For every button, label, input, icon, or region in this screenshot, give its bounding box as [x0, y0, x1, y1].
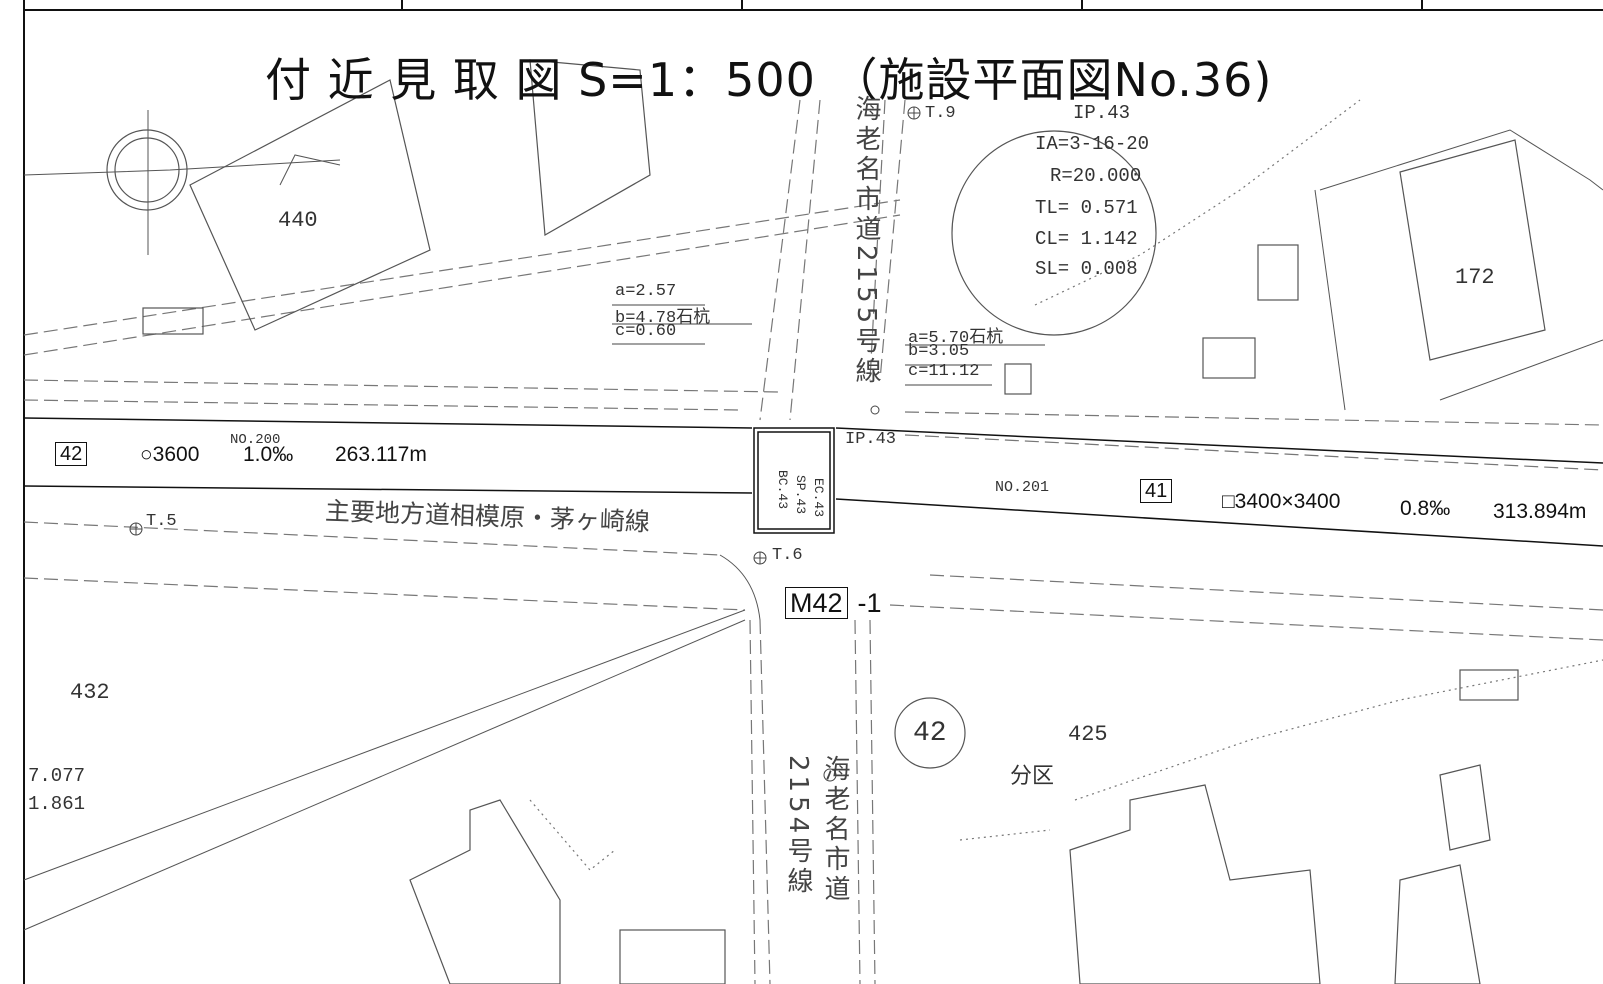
stake-left-c: c=0.60: [615, 322, 677, 341]
structure-bc43: BC.43: [775, 470, 790, 510]
segment-east-slope: 0.8‰: [1400, 497, 1451, 520]
parcel-432: 432: [70, 680, 110, 705]
edge-value-1: 7.077: [28, 765, 86, 787]
curve-ia: IA=3-16-20: [1035, 133, 1150, 155]
segment-east-id: 41: [1140, 479, 1173, 503]
segment-west-length: 263.117m: [335, 443, 427, 466]
segment-east-length: 313.894m: [1493, 500, 1587, 523]
point-t6: T.6: [772, 546, 803, 565]
map-title: 付 近 見 取 図 S=1：500 （施設平面図No.36): [265, 53, 1273, 107]
curve-r: R=20.000: [1050, 165, 1142, 187]
point-t9: T.9: [925, 104, 956, 123]
curve-ip: IP.43: [1073, 102, 1131, 124]
curve-tl: TL= 0.571: [1035, 197, 1138, 219]
point-ip43: IP.43: [845, 430, 897, 449]
stake-right-a: a=5.70石杭: [908, 329, 1004, 348]
segment-east-spec: □3400×3400: [1222, 490, 1341, 513]
segment-west-spec: ○3600: [140, 443, 200, 466]
station-no200: NO.200: [230, 432, 281, 448]
point-t5: T.5: [146, 512, 177, 531]
station-no201: NO.201: [995, 479, 1050, 496]
structure-sp43: SP.43: [793, 475, 808, 515]
district-number: 42: [913, 718, 947, 749]
stake-right-c: c=11.12: [908, 362, 980, 381]
segment-west-slope: 1.0‰: [243, 443, 294, 466]
road-north-label: 海老名市道2155号線: [851, 95, 881, 388]
structure-ec43: EC.43: [811, 478, 826, 518]
manhole-label: M42-1: [785, 587, 882, 619]
curve-cl: CL= 1.142: [1035, 228, 1138, 250]
road-south-label: 海老名市道2154号線: [783, 755, 850, 905]
stake-left-b: b=4.78石杭: [615, 309, 711, 328]
stake-left-a: a=2.57: [615, 282, 677, 301]
edge-value-2: 1.861: [28, 793, 86, 815]
curve-sl: SL= 0.008: [1035, 258, 1138, 280]
segment-west-id: 42: [55, 442, 88, 466]
parcel-172: 172: [1455, 265, 1495, 290]
parcel-440: 440: [278, 208, 318, 233]
stake-right-b: b=3.05: [908, 342, 970, 361]
district-label: 分区: [1010, 764, 1055, 789]
parcel-425: 425: [1068, 722, 1108, 747]
